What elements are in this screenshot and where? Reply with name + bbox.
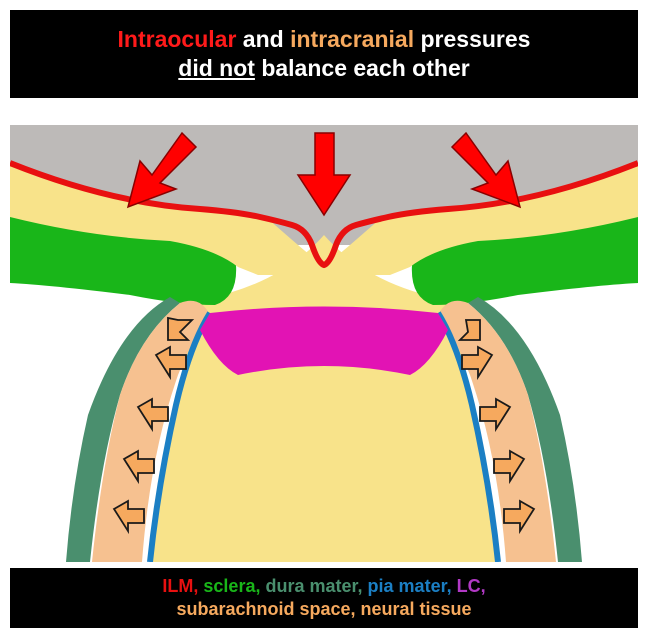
legend-dura: dura mater, [265,576,362,596]
legend-lc: LC, [457,576,486,596]
legend-ilm: ILM, [162,576,198,596]
title-pressures: pressures [414,26,530,52]
title-did-not: did not [178,55,255,81]
lamina-cribrosa [200,307,448,376]
title-intracranial: intracranial [290,26,414,52]
title-banner: Intraocular and intracranial pressures d… [10,10,638,98]
optic-nerve-head-diagram [10,125,638,562]
legend-sclera: sclera, [203,576,260,596]
legend-line-1: ILM, sclera, dura mater, pia mater, LC, [10,575,638,598]
title-intraocular: Intraocular [118,26,237,52]
legend-banner: ILM, sclera, dura mater, pia mater, LC, … [10,568,638,628]
legend-neural: neural tissue [361,599,472,619]
legend-subarachnoid: subarachnoid space, [176,599,355,619]
title-balance: balance each other [255,55,470,81]
title-and: and [236,26,290,52]
title-line-1: Intraocular and intracranial pressures [10,25,638,54]
legend-line-2: subarachnoid space, neural tissue [10,598,638,621]
title-line-2: did not balance each other [10,54,638,83]
legend-pia: pia mater, [368,576,452,596]
